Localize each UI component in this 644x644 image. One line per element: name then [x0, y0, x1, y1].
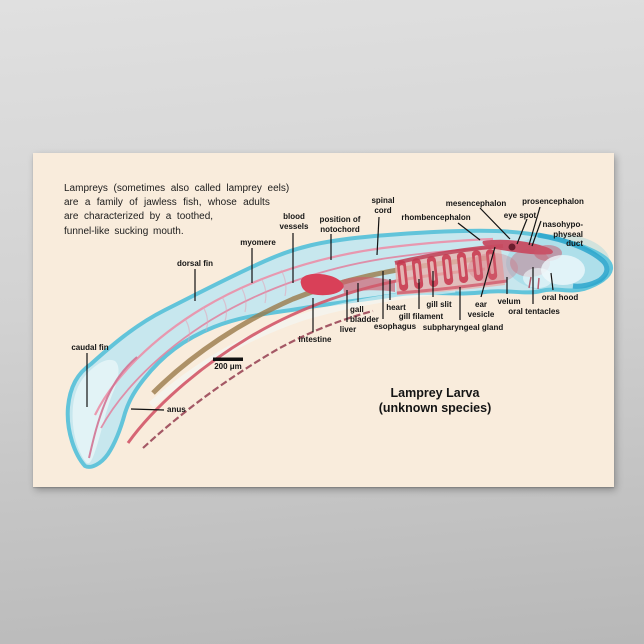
intro-line: Lampreys (sometimes also called lamprey … — [64, 183, 290, 194]
intro-paragraph: Lampreys (sometimes also called lamprey … — [64, 182, 289, 239]
label-gill-filament: gill filament — [398, 312, 444, 321]
scale-bar-label: 200 μm — [214, 362, 242, 371]
label-ear-vesicle: ear vesicle — [467, 300, 495, 319]
label-esophagus: esophagus — [373, 322, 417, 331]
oral-tentacle-marks — [528, 276, 540, 290]
label-blood-vessels: blood vessels — [279, 212, 309, 231]
leader-lines — [86, 206, 554, 411]
poster-title: Lamprey Larva (unknown species) — [378, 386, 492, 415]
label-prosencephalon: prosencephalon — [522, 197, 584, 206]
label-oral-hood: oral hood — [541, 293, 579, 302]
eye-spot-dot — [508, 243, 516, 251]
lamprey-illustration — [65, 206, 614, 469]
dorsal-pink-vessel — [94, 237, 494, 416]
snout-edge — [537, 232, 610, 289]
label-caudal-fin: caudal fin — [71, 343, 109, 352]
label-myomere: myomere — [240, 238, 276, 247]
scale-bar — [213, 357, 243, 361]
label-eye-spot: eye spot — [503, 211, 537, 220]
label-gall-bladder: gall bladder — [350, 305, 379, 324]
label-gill-slit: gill slit — [426, 300, 452, 309]
label-velum: velum — [497, 297, 521, 306]
label-mesencephalon: mesencephalon — [445, 199, 507, 208]
label-heart: heart — [386, 303, 406, 312]
label-spinal-cord: spinal cord — [371, 196, 395, 215]
intro-line: are a family of jawless fish, whose adul… — [64, 197, 270, 209]
gill-arches — [394, 244, 508, 295]
label-anus: anus — [167, 405, 186, 414]
intro-line: are characterized by a toothed, — [64, 211, 214, 223]
belly-highlight — [148, 285, 456, 408]
label-rhombencephalon: rhombencephalon — [401, 213, 471, 222]
myomere-chevrons — [184, 269, 287, 343]
intro-line: funnel-like sucking mouth. — [64, 225, 184, 237]
label-dorsal-fin: dorsal fin — [176, 259, 214, 268]
tail-vessel — [88, 356, 138, 459]
ventral-red-band — [342, 277, 395, 293]
label-subpharyngeal-gland: subpharyngeal gland — [422, 323, 504, 332]
label-oral-tentacles: oral tentacles — [508, 307, 560, 316]
branchial-red-patch — [468, 253, 518, 283]
label-intestine: intestine — [298, 335, 332, 344]
label-liver: liver — [339, 325, 357, 334]
label-nasohypophyseal-duct: nasohypo- physeal duct — [542, 220, 583, 248]
label-position-of-notochord: position of notochord — [319, 215, 361, 234]
poster: Lampreys (sometimes also called lamprey … — [33, 153, 614, 487]
intestine-blob — [300, 273, 344, 296]
dark-blood-streak — [142, 309, 374, 449]
